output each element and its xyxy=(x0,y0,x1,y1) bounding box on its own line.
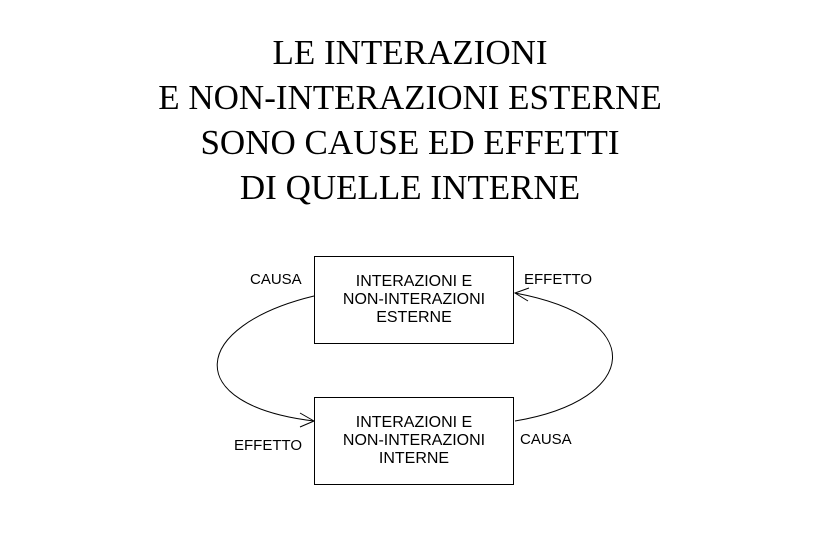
internal-interactions-box: INTERAZIONI E NON-INTERAZIONI INTERNE xyxy=(314,397,514,485)
external-interactions-box: INTERAZIONI E NON-INTERAZIONI ESTERNE xyxy=(314,256,514,344)
right-arrowhead-icon xyxy=(513,287,530,302)
box-text-line: INTERAZIONI E xyxy=(355,273,473,290)
title-line: E NON-INTERAZIONI ESTERNE xyxy=(158,78,662,117)
right-connector-arc xyxy=(514,292,613,422)
label-effetto-bottom: EFFETTO xyxy=(234,437,303,454)
page-title: LE INTERAZIONI E NON-INTERAZIONI ESTERNE… xyxy=(0,30,820,210)
box-text-line: NON-INTERAZIONI xyxy=(342,432,486,449)
box-text-line: INTERNE xyxy=(378,450,450,467)
left-connector-arc xyxy=(216,295,315,422)
title-line: DI QUELLE INTERNE xyxy=(239,168,581,207)
box-text-line: NON-INTERAZIONI xyxy=(342,291,486,308)
label-causa-top: CAUSA xyxy=(250,271,302,288)
title-line: SONO CAUSE ED EFFETTI xyxy=(200,123,620,162)
box-text-line: INTERAZIONI E xyxy=(355,414,473,431)
label-effetto-top: EFFETTO xyxy=(524,271,593,288)
label-causa-bottom: CAUSA xyxy=(520,431,572,448)
box-text-line: ESTERNE xyxy=(376,309,452,326)
title-line: LE INTERAZIONI xyxy=(272,33,548,72)
